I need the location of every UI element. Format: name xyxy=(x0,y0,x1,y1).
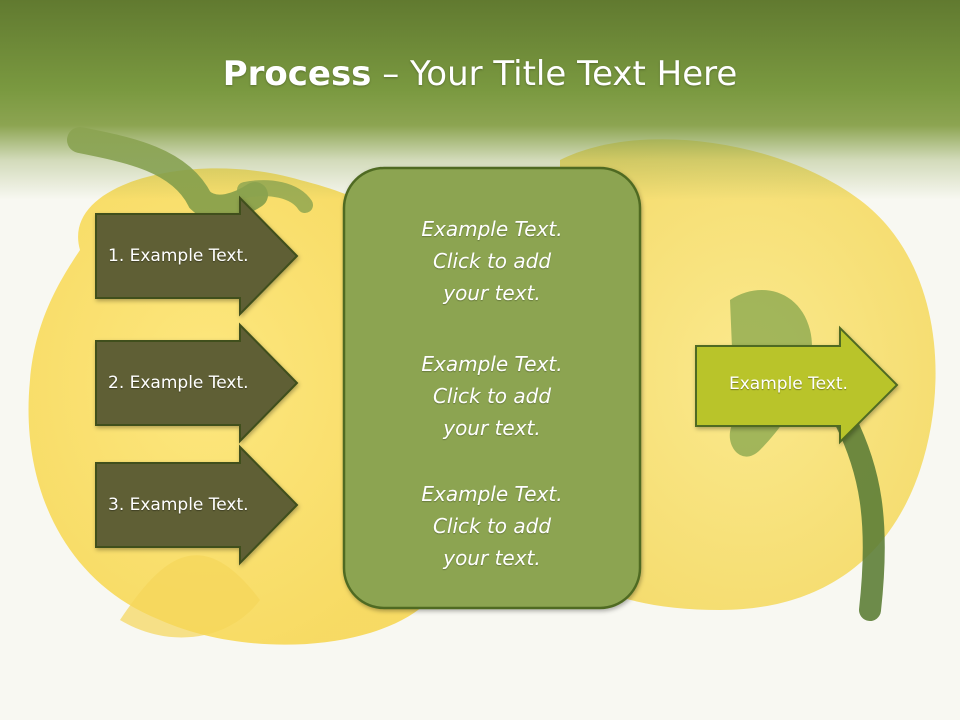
center-item-2-line-3: your text. xyxy=(443,416,541,440)
title-bold: Process xyxy=(222,54,372,94)
center-item-2-line-1: Example Text. xyxy=(421,352,563,376)
title-band xyxy=(0,0,960,200)
left-arrow-1[interactable] xyxy=(95,195,299,317)
right-arrow[interactable] xyxy=(695,325,899,445)
center-item-2-line-2: Click to add xyxy=(432,384,552,408)
left-arrow-2-label: 2. Example Text. xyxy=(108,373,249,393)
center-item-1: Example Text. Click to add your text. xyxy=(344,213,640,309)
right-arrow-label: Example Text. xyxy=(729,374,848,394)
center-item-3-line-1: Example Text. xyxy=(421,482,563,506)
left-arrow-1-label: 1. Example Text. xyxy=(108,246,249,266)
left-arrow-3-label: 3. Example Text. xyxy=(108,495,249,515)
title-rest: – Your Title Text Here xyxy=(371,54,738,94)
left-arrow-3[interactable] xyxy=(95,444,299,566)
center-item-1-line-3: your text. xyxy=(443,281,541,305)
slide-title: Process – Your Title Text Here xyxy=(0,48,960,100)
center-item-1-line-1: Example Text. xyxy=(421,217,563,241)
center-item-3-line-3: your text. xyxy=(443,546,541,570)
center-item-2: Example Text. Click to add your text. xyxy=(344,348,640,444)
center-item-3-line-2: Click to add xyxy=(432,514,552,538)
center-item-1-line-2: Click to add xyxy=(432,249,552,273)
left-arrow-2[interactable] xyxy=(95,322,299,444)
center-box[interactable] xyxy=(342,166,642,610)
center-item-3: Example Text. Click to add your text. xyxy=(344,478,640,574)
center-box-text: Example Text. Click to add your text. Ex… xyxy=(344,168,640,608)
